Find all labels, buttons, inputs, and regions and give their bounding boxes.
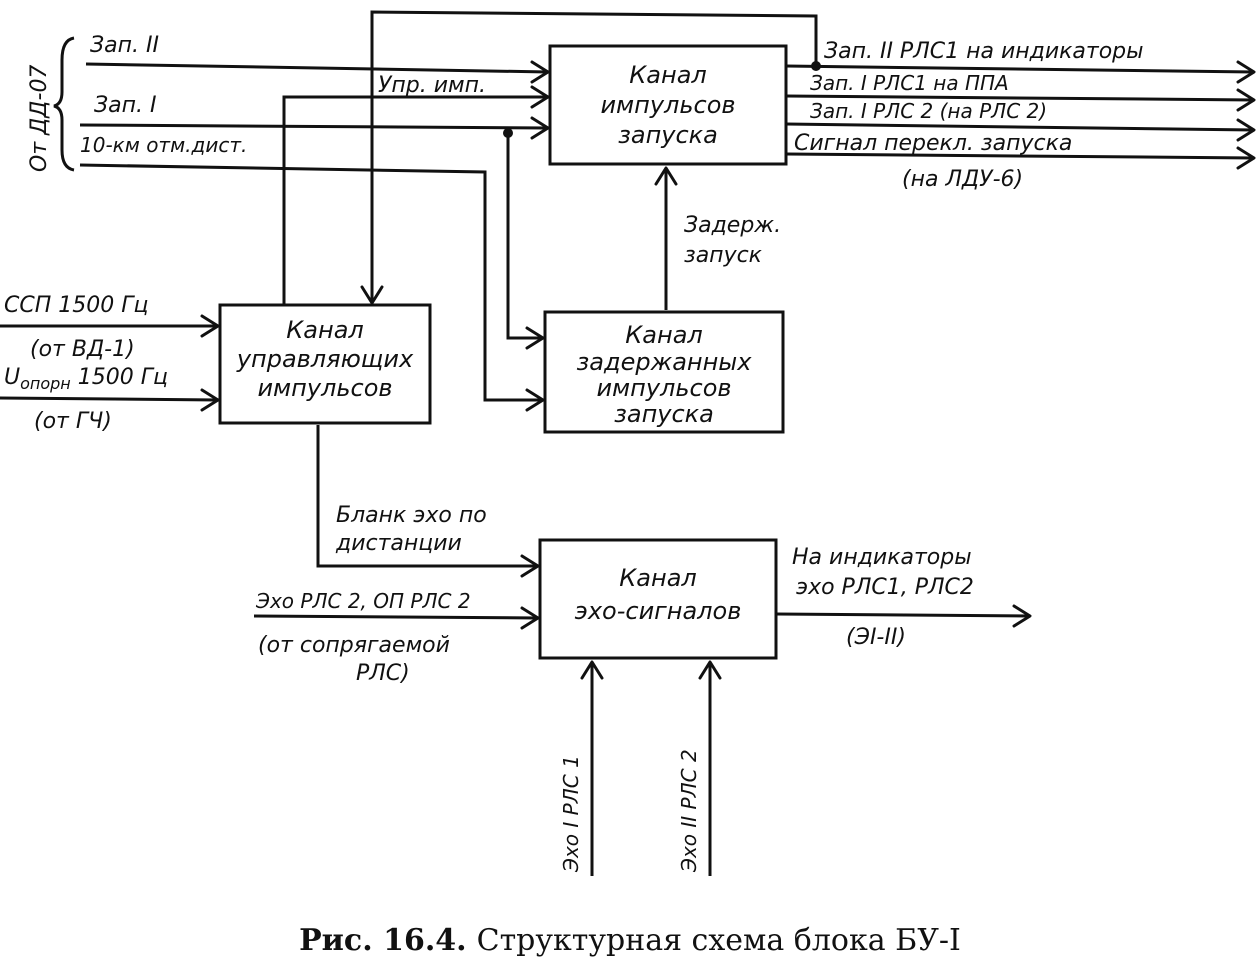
wire-out2 <box>785 88 1256 112</box>
control-channel-block: Канал управляющих импульсов <box>218 303 432 425</box>
echo-channel-block: Канал эхо-сигналов <box>538 538 778 660</box>
wire-zap1 <box>79 116 550 140</box>
trigger-block-line-3: запуска <box>618 121 718 149</box>
trigger-block-line-1: Канал <box>629 61 706 89</box>
wire-zap2 <box>85 60 550 84</box>
figure-caption: Рис. 16.4. Структурная схема блока БУ-I <box>299 923 961 958</box>
wire-km-marks <box>79 163 545 412</box>
trigger-block-line-2: импульсов <box>600 91 735 119</box>
control-block-line-3: импульсов <box>257 374 392 402</box>
echo-block-line-1: Канал <box>619 564 696 592</box>
figure-title: Структурная схема блока БУ-I <box>477 923 961 958</box>
delayed-channel-block: Канал задержанных импульсов запуска <box>543 310 785 434</box>
blank-label-2: дистанции <box>335 531 462 556</box>
uref-main: U <box>4 365 20 390</box>
ssp-source: (от ВД-1) <box>30 337 135 362</box>
control-block-line-2: управляющих <box>236 345 414 373</box>
wire-control-pulses <box>282 85 550 305</box>
uref-rest: 1500 Гц <box>71 365 168 390</box>
delayed-block-line-3: импульсов <box>596 374 731 402</box>
echo-rls2-label: Эхо РЛС 2, ОП РЛС 2 <box>255 589 471 613</box>
out1-label: Зап. II РЛС1 на индикаторы <box>824 39 1144 64</box>
source-brace <box>53 36 75 172</box>
wire-blank-echo <box>316 425 540 578</box>
out3-label: Зап. I РЛС 2 (на РЛС 2) <box>810 99 1047 123</box>
echo-out-label-1: На индикаторы <box>792 545 972 570</box>
source-group-label: От ДД-07 <box>27 65 52 172</box>
wire-out4 <box>785 146 1256 170</box>
km-marks-label: 10-км отм.дист. <box>80 133 247 157</box>
echo-out-destination: (ЭI-II) <box>846 625 906 650</box>
zap1-label: Зап. I <box>94 93 156 118</box>
wire-trigger-feedback <box>360 10 821 305</box>
wire-delayed-trigger <box>654 166 678 310</box>
delayed-block-line-4: запуска <box>614 400 714 428</box>
ssp-label: ССП 1500 Гц <box>4 293 148 318</box>
wire-echo-out <box>775 604 1032 628</box>
delayed-trigger-label-1: Задерж. <box>684 213 781 238</box>
trigger-channel-block: Канал импульсов запуска <box>548 44 788 166</box>
zap2-label: Зап. II <box>90 33 159 58</box>
wire-zap1-to-delayed <box>503 128 545 350</box>
delayed-block-line-1: Канал <box>625 321 702 349</box>
figure-number: Рис. 16.4. <box>299 923 466 958</box>
uref-subscript: опорн <box>20 374 71 393</box>
echo-block-line-2: эхо-сигналов <box>575 597 742 625</box>
control-pulses-label: Упр. имп. <box>378 73 486 98</box>
wire-echo2 <box>698 660 722 876</box>
wire-ssp <box>0 314 220 338</box>
wire-echo-rls2 <box>253 606 540 630</box>
control-block-line-1: Канал <box>286 316 363 344</box>
wire-uref <box>0 388 220 412</box>
out4-label: Сигнал перекл. запуска <box>794 131 1072 156</box>
out4-destination: (на ЛДУ-6) <box>902 167 1023 192</box>
out2-label: Зап. I РЛС1 на ППА <box>810 71 1009 95</box>
wire-out3 <box>785 118 1256 142</box>
delayed-block-line-2: задержанных <box>577 348 753 376</box>
delayed-trigger-label-2: запуск <box>684 243 763 268</box>
echo-out-label-2: эхо РЛС1, РЛС2 <box>796 575 974 600</box>
echo1-label: Эхо I РЛС 1 <box>559 755 583 873</box>
wire-out1 <box>785 60 1256 84</box>
uref-source: (от ГЧ) <box>34 409 112 434</box>
echo-rls2-source-1: (от сопрягаемой <box>258 633 450 658</box>
echo-rls2-source-2: РЛС) <box>356 661 410 686</box>
wire-echo1 <box>580 660 604 876</box>
blank-label-1: Бланк эхо по <box>336 503 487 528</box>
echo2-label: Эхо II РЛС 2 <box>677 749 701 873</box>
uref-label: Uопорн 1500 Гц <box>4 365 168 393</box>
